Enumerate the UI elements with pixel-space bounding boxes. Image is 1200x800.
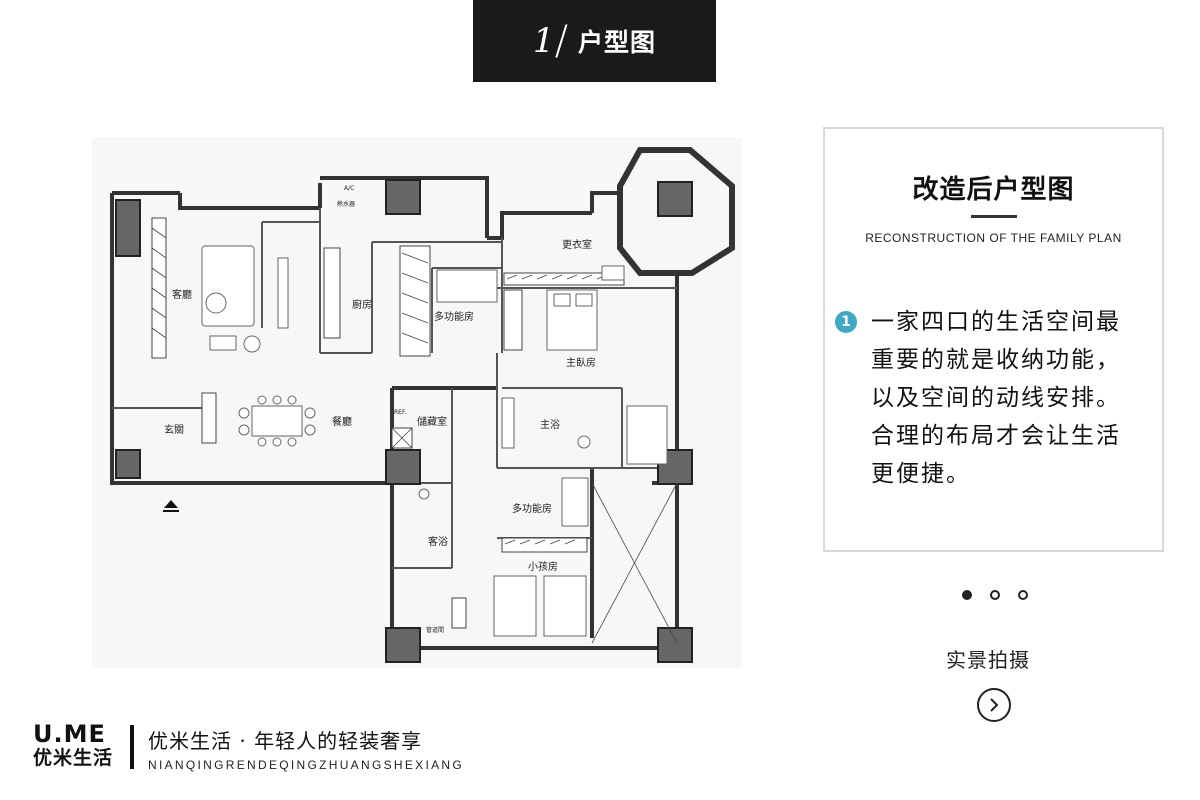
label-ac: A/C: [344, 185, 354, 192]
room-kitchen: 廚房: [352, 298, 372, 311]
card-title: 改造后户型图: [912, 175, 1075, 205]
section-title: 户型图: [578, 28, 657, 57]
next-button[interactable]: [977, 688, 1011, 722]
room-storage: 儲藏室: [417, 415, 447, 428]
entrance-triangle-icon: [163, 500, 179, 512]
brand-logo-cn: 优米生活: [33, 747, 114, 769]
brand-tagline-pinyin: NIANQINGRENDEQINGZHUANGSHEXIANG: [148, 758, 464, 772]
carousel-dot-3[interactable]: [1018, 590, 1028, 600]
chevron-right-circle-icon: [990, 698, 999, 712]
card-description: 一家四口的生活空间最重要的就是收纳功能，以及空间的动线安排。合理的布局才会让生活…: [871, 309, 1121, 487]
carousel-dot-1[interactable]: [962, 590, 972, 600]
section-number: 1: [532, 21, 555, 61]
room-multi-1: 多功能房: [434, 310, 474, 323]
label-ref: REF.: [394, 409, 406, 416]
number-badge: 1: [835, 311, 857, 333]
brand-logo: U.ME 优米生活: [33, 722, 113, 770]
brand-divider: [130, 725, 134, 769]
brand-tagline: 优米生活 · 年轻人的轻装奢享: [148, 729, 423, 753]
info-card: 改造后户型图 RECONSTRUCTION OF THE FAMILY PLAN…: [823, 127, 1164, 552]
brand-logo-en: U.ME: [33, 720, 106, 748]
card-subtitle: RECONSTRUCTION OF THE FAMILY PLAN: [865, 231, 1122, 245]
room-guest-bath: 客浴: [428, 535, 448, 548]
room-master: 主臥房: [566, 356, 596, 369]
carousel-dots: [962, 590, 1028, 600]
room-kids: 小孩房: [528, 560, 558, 573]
room-master-bath: 主浴: [540, 419, 560, 431]
section-title-tab: 1 / 户型图: [473, 0, 716, 82]
real-photos-link[interactable]: 实景拍摄: [946, 648, 1030, 672]
card-divider: [971, 215, 1017, 218]
room-entrance: 玄關: [164, 423, 184, 436]
label-pipe: 管道間: [426, 626, 444, 634]
room-closet: 更衣室: [562, 238, 592, 251]
carousel-dot-2[interactable]: [990, 590, 1000, 600]
room-dining: 餐廳: [332, 415, 352, 428]
slash-divider: /: [554, 18, 569, 64]
label-water-heater: 熱水器: [337, 200, 355, 208]
room-living: 客廳: [172, 288, 192, 301]
floor-plan: 客廳 廚房 多功能房 更衣室 主臥房 玄關 餐廳 儲藏室 主浴 多功能房 客浴 …: [92, 138, 742, 668]
room-multi-2: 多功能房: [512, 502, 552, 515]
